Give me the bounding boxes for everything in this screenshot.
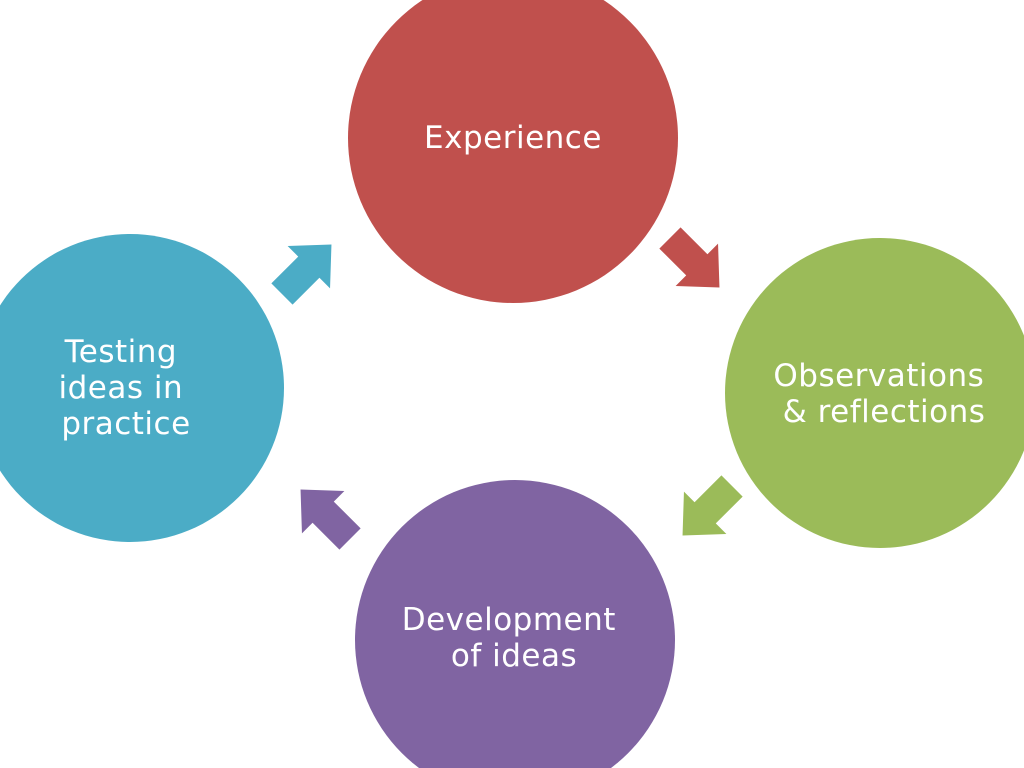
arrow-down-left-icon: [682, 475, 743, 536]
development-circle: [355, 480, 675, 768]
development-label: Development of ideas: [402, 602, 627, 674]
arrow-up-right-icon: [271, 244, 332, 305]
observations-label: Observations & reflections: [773, 358, 994, 430]
experience-circle: [348, 0, 678, 303]
arrow-up-left-icon: [300, 489, 361, 550]
arrow-down-right-icon: [659, 227, 720, 288]
testing-label: Testing ideas in practice: [59, 334, 194, 442]
experience-label: Experience: [424, 120, 602, 156]
observations-circle: [725, 238, 1024, 548]
testing-circle: [0, 234, 284, 542]
